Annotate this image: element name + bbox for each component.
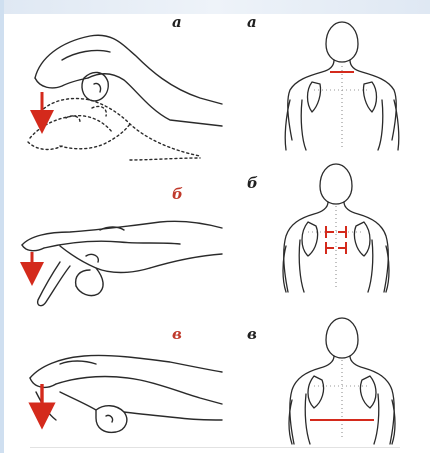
hand-illustration-a [28,35,222,160]
back-illustration-b [283,164,389,292]
hand-illustration-b [22,221,222,305]
bottom-divider [30,447,400,448]
hand-illustration-v [30,355,222,432]
